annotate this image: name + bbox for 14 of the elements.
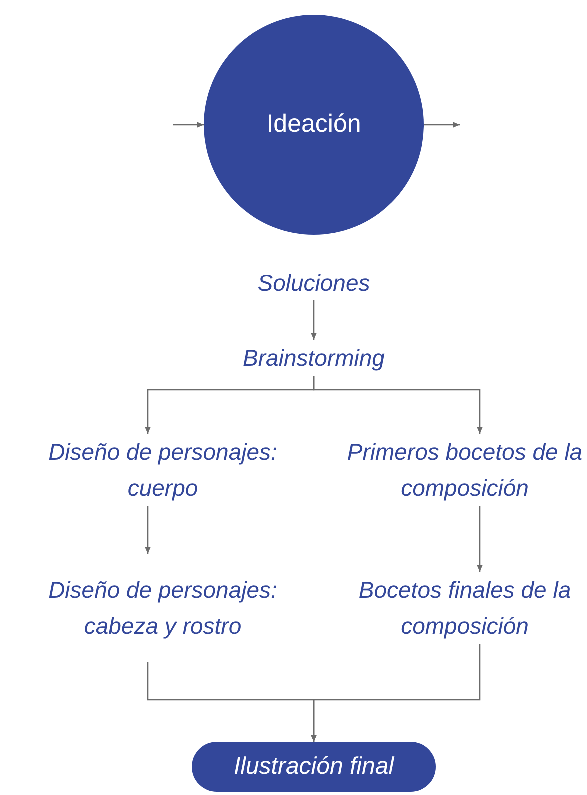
arrow xyxy=(173,122,204,128)
step-text: Diseño de personajes: cabeza y rostro xyxy=(44,554,282,662)
step-text: Primeros bocetos de la composición xyxy=(345,434,585,506)
arrow xyxy=(145,506,151,554)
step-text: Diseño de personajes: cuerpo xyxy=(44,434,282,506)
arrow xyxy=(313,376,483,434)
arrow xyxy=(477,506,483,572)
arrow xyxy=(311,300,317,340)
step-text: Soluciones xyxy=(224,266,404,300)
arrow xyxy=(311,644,481,742)
step-text: Bocetos finales de la composición xyxy=(345,572,585,644)
step-text: Brainstorming xyxy=(204,340,424,376)
arrow xyxy=(424,122,460,128)
result-pill: Ilustración final xyxy=(192,742,436,792)
